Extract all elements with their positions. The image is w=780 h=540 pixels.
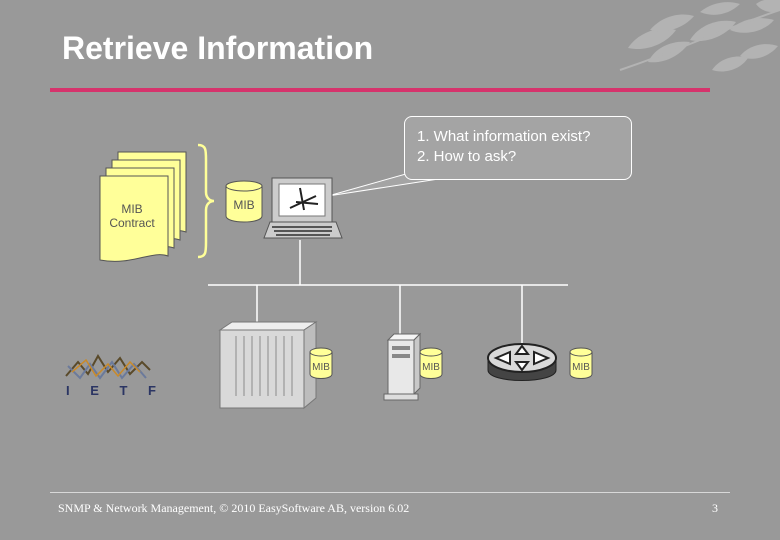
manager-mib-label: MIB (233, 198, 255, 212)
database-icon (225, 180, 263, 223)
ietf-letter: E (90, 383, 99, 398)
database-icon (309, 347, 333, 379)
footer-text: SNMP & Network Management, © 2010 EasySo… (58, 501, 410, 515)
brace-icon (197, 143, 215, 259)
callout-box: 1. What information exist? 2. How to ask… (404, 116, 632, 180)
ietf-logo-icon (65, 354, 151, 380)
database-icon (569, 347, 593, 379)
title-underline (50, 88, 710, 92)
laptop-icon (263, 177, 343, 239)
ietf-letter: T (119, 383, 128, 398)
ietf-letter: F (148, 383, 156, 398)
leaf-decoration-icon (619, 0, 780, 72)
page-number: 3 (712, 501, 718, 515)
agent-mib-label: MIB (572, 362, 590, 373)
slide-title: Retrieve Information (62, 30, 374, 66)
footer-divider (50, 492, 730, 493)
mib-document-line-1: MIB (121, 202, 143, 216)
document-stack-icon (99, 151, 187, 262)
callout-line-1: 1. What information exist? (417, 128, 591, 145)
mib-document-line-2: Contract (109, 216, 155, 230)
network-lines (208, 240, 568, 345)
router-icon (487, 343, 557, 381)
callout-line-2: 2. How to ask? (417, 148, 517, 165)
mib-document-label: MIB Contract (100, 202, 164, 230)
agent-mib-label: MIB (312, 362, 330, 373)
ietf-letter: I (66, 383, 70, 398)
tower-server-icon (383, 332, 422, 401)
database-icon (419, 347, 443, 379)
ietf-logo-letters: I E T F (66, 383, 156, 398)
agent-mib-label: MIB (422, 362, 440, 373)
rack-server-icon (218, 321, 318, 410)
